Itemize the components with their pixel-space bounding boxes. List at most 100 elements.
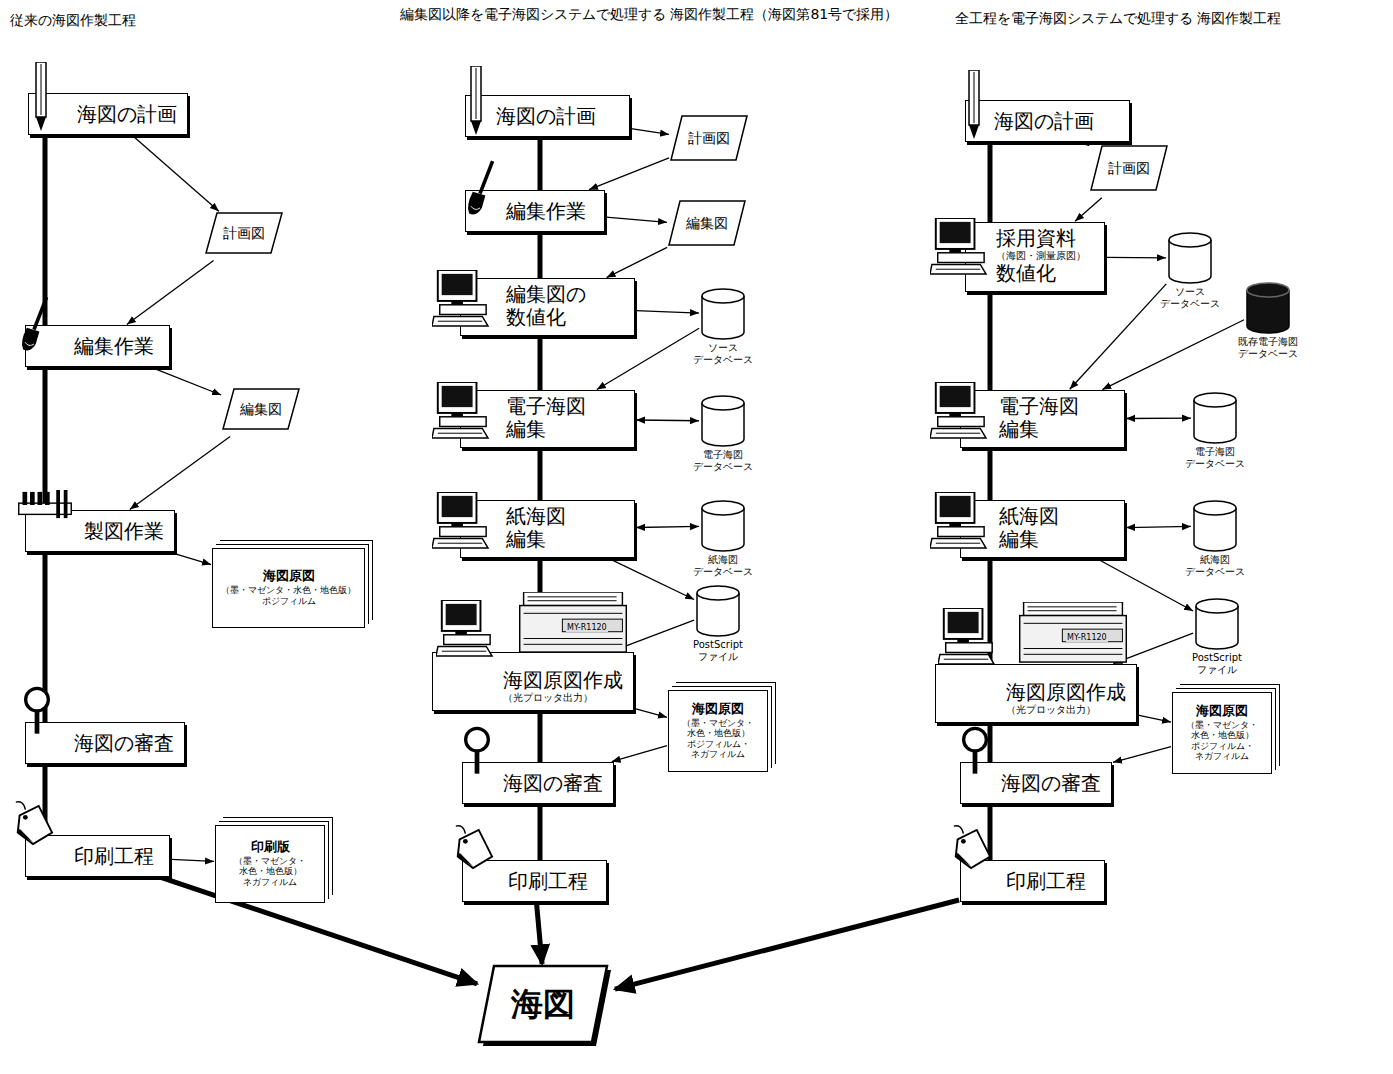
database-cylinder: ソース データベース [1160, 232, 1220, 309]
film-stack: 海図原図（墨・マゼンタ・ 水色・地色版）ポジフィルム・ ネガフィルム [668, 690, 768, 772]
node-text: ネガフィルム [243, 878, 297, 888]
node-text: 海図の審査 [503, 772, 603, 795]
node-text: 海図の計画 [77, 103, 177, 126]
process-spine [538, 804, 543, 860]
flow-arrow [1113, 633, 1193, 663]
cylinder-outline [1194, 598, 1240, 650]
database-cylinder: PostScript ファイル [693, 585, 743, 662]
node-text: 採用資料 [996, 227, 1076, 250]
node-text: 海図の審査 [74, 732, 174, 755]
flow-arrow [1113, 747, 1171, 763]
flow-arrow [1126, 417, 1191, 419]
node-text: 海図原図 [1196, 704, 1248, 719]
node-text: （墨・マゼンタ・ 水色・地色版） [682, 719, 754, 739]
node-text: 海図原図作成 [503, 669, 623, 692]
flow-arrow [635, 709, 667, 718]
process-box: 海図の計画 [28, 93, 188, 135]
flow-arrow [631, 129, 669, 135]
cylinder-outline [700, 288, 746, 340]
node-text: 印刷版 [251, 840, 290, 855]
node-text: （光プロッタ出力） [1006, 704, 1096, 716]
process-box: 印刷工程 [462, 860, 607, 902]
cylinder-outline [1192, 500, 1238, 552]
flow-arrow [1106, 257, 1166, 259]
process-box: 海図原図作成（光プロッタ出力） [432, 652, 634, 711]
process-spine [988, 142, 993, 222]
flow-arrow [537, 903, 543, 964]
process-spine [538, 232, 543, 278]
column-heading: 全工程を電子海図システムで処理する 海図作製工程 [955, 10, 1281, 26]
node-text: 計画図 [1108, 160, 1150, 176]
process-box: 製図作業 [25, 510, 175, 552]
node-text: PostScript ファイル [1192, 652, 1242, 675]
node-text: 海図原図 [263, 569, 315, 584]
node-text: ポジフィルム・ ネガフィルム [1191, 742, 1254, 762]
node-text: 海図 [511, 986, 575, 1023]
process-box: 海図の計画 [965, 100, 1130, 142]
node-text: 数値化 [996, 262, 1056, 285]
node-text: 既存電子海図 データベース [1238, 336, 1298, 359]
process-box: 海図の計画 [465, 95, 630, 137]
flow-arrow [636, 311, 699, 314]
node-text: 紙海図 データベース [693, 554, 753, 577]
node-text: （墨・マゼンタ・水色・地色版） [221, 586, 356, 596]
node-text: 紙海図 編集 [999, 505, 1059, 551]
flow-arrow [130, 437, 230, 510]
cylinder-outline [1167, 232, 1213, 284]
cylinder-outline [700, 500, 746, 552]
node-text: 編集図 [686, 215, 728, 231]
process-box: 海図原図作成（光プロッタ出力） [935, 664, 1137, 723]
process-spine [43, 552, 48, 722]
flow-arrow [636, 419, 699, 421]
cylinder-outline [700, 395, 746, 447]
database-cylinder: 電子海図 データベース [1185, 392, 1245, 469]
device-label: MY-R1120 [566, 623, 608, 632]
process-box: 海図の審査 [960, 762, 1112, 804]
node-text: 編集作業 [74, 335, 154, 358]
process-spine [43, 367, 48, 510]
process-spine [538, 558, 543, 652]
flow-arrow [171, 859, 214, 861]
node-text: 編集図の 数値化 [506, 283, 586, 329]
node-text: 電子海図 データベース [1185, 446, 1245, 469]
cylinder-outline [1245, 282, 1291, 334]
column-heading: 従来の海図作製工程 [10, 12, 136, 28]
process-spine [538, 448, 543, 500]
process-box: 採用資料（海図・測量原図）数値化 [965, 222, 1105, 292]
process-spine [988, 723, 993, 763]
process-spine [538, 711, 543, 763]
node-text: 電子海図 データベース [693, 449, 753, 472]
flow-arrow [133, 136, 219, 212]
device-label: MY-R1120 [1066, 633, 1108, 642]
node-text: ポジフィルム [262, 597, 316, 607]
flow-arrow [1075, 198, 1102, 222]
flow-arrow [1097, 558, 1193, 611]
cylinder-outline [695, 585, 741, 637]
node-text: 印刷工程 [1006, 870, 1086, 893]
flow-arrow [609, 558, 694, 599]
node-text: 電子海図 編集 [999, 395, 1079, 441]
process-box: 編集図の 数値化 [460, 278, 635, 336]
node-text: 計画図 [223, 225, 265, 241]
flow-arrow [127, 261, 214, 325]
node-text: PostScript ファイル [693, 639, 743, 662]
process-spine [988, 804, 993, 860]
process-box: 紙海図 編集 [960, 500, 1125, 558]
process-spine [43, 764, 48, 835]
node-text: ソース データベース [693, 342, 753, 365]
process-box: 海図の審査 [462, 762, 614, 804]
flow-arrow [1102, 320, 1244, 390]
node-text: （墨・マゼンタ・ 水色・地色版） [1186, 721, 1258, 741]
flow-arrow [612, 746, 667, 762]
flow-arrow [1126, 526, 1191, 527]
film-stack: 海図原図 （墨・マゼンタ・水色・地色版）ポジフィルム [212, 548, 365, 628]
document-sheet: 計画図 [670, 115, 748, 161]
node-text: 編集作業 [506, 200, 586, 223]
node-text: 紙海図 編集 [506, 505, 566, 551]
process-box: 印刷工程 [960, 860, 1105, 902]
database-cylinder: 既存電子海図 データベース [1238, 282, 1298, 359]
database-cylinder: PostScript ファイル [1192, 598, 1242, 675]
node-text: ポジフィルム・ ネガフィルム [687, 740, 750, 760]
document-sheet: 計画図 [1090, 145, 1168, 191]
node-text: ソース データベース [1160, 286, 1220, 309]
